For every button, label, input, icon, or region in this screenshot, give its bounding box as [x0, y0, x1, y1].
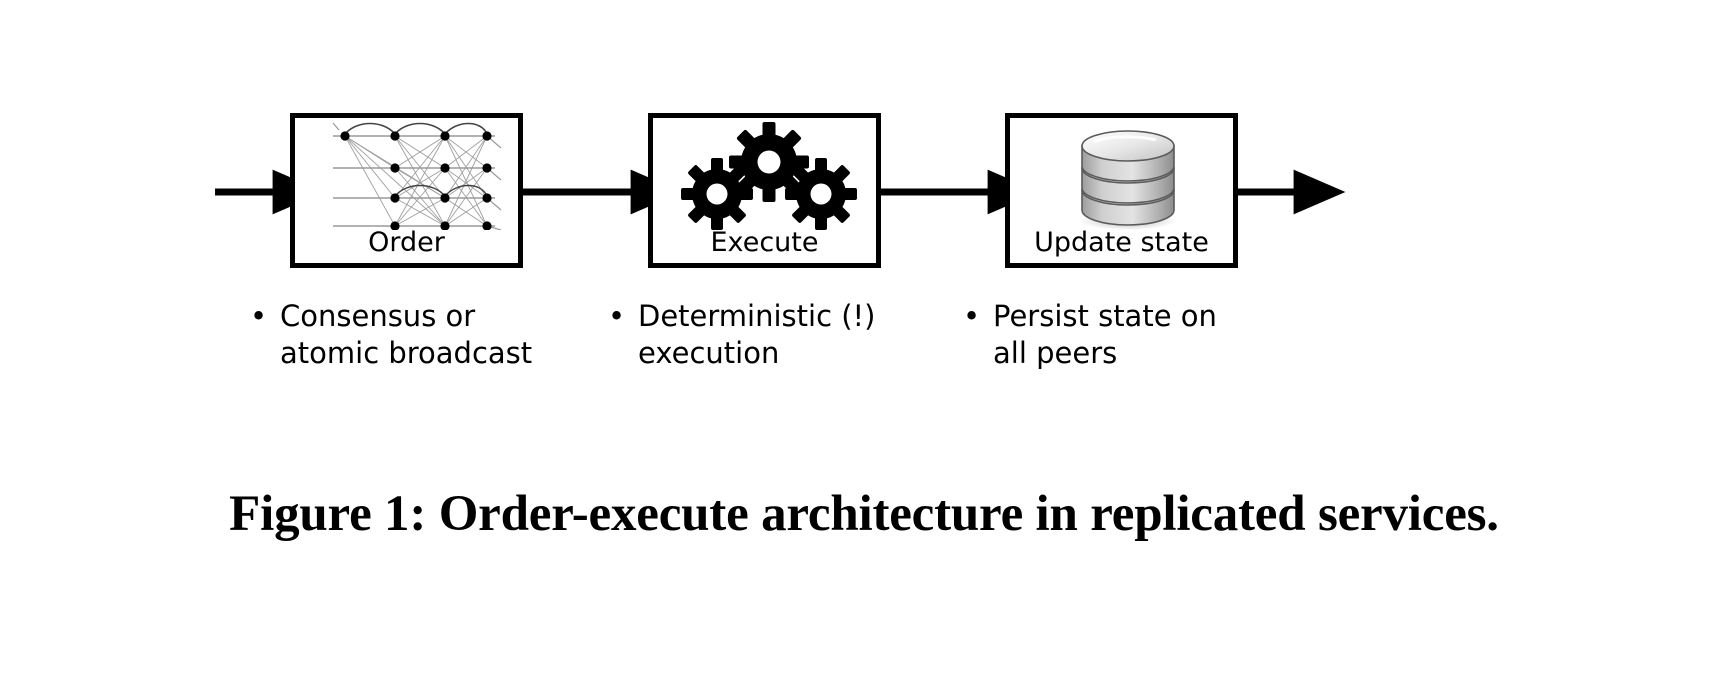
bullet-execute: • Deterministic (!) execution [608, 298, 938, 372]
bullet-text-execute: Deterministic (!) execution [638, 299, 876, 370]
gears-icon [653, 118, 876, 230]
stage-box-update-state[interactable]: Update state [1005, 113, 1238, 268]
bullet-text-order: Consensus or atomic broadcast [280, 299, 533, 370]
figure-caption: Figure 1: Order-execute architecture in … [229, 486, 1499, 542]
bullet-order: • Consensus or atomic broadcast [250, 298, 580, 372]
stage-label-execute: Execute [710, 227, 819, 258]
bullet-text-update-state: Persist state on all peers [993, 299, 1217, 370]
database-cylinder-icon [1010, 118, 1233, 230]
stage-box-execute[interactable]: Execute [648, 113, 881, 268]
consensus-network-icon [295, 118, 518, 231]
bullet-marker-order: • [250, 299, 268, 333]
bullet-marker-execute: • [608, 299, 626, 333]
stage-label-order: Order [368, 227, 445, 258]
bullet-update-state: • Persist state on all peers [963, 298, 1293, 372]
stage-box-order[interactable]: Order [290, 113, 523, 268]
stage-label-update-state: Update state [1034, 227, 1209, 258]
bullet-marker-update-state: • [963, 299, 981, 333]
